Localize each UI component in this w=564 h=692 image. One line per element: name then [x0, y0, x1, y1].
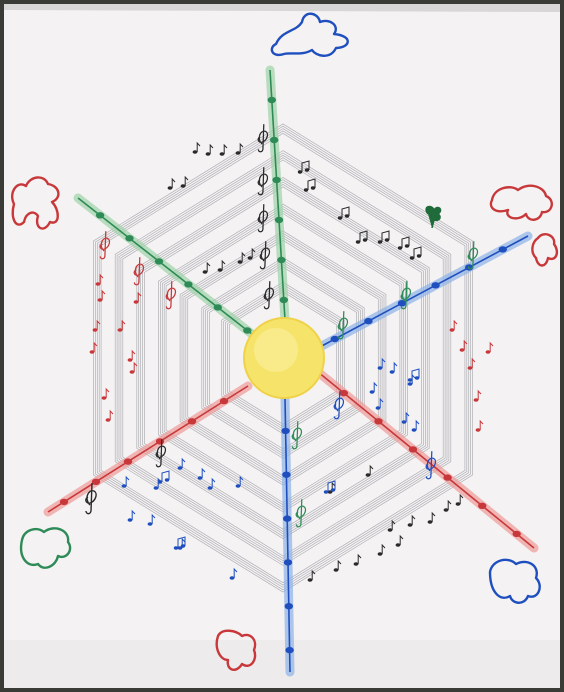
note-head [499, 246, 507, 252]
note-head [443, 474, 451, 480]
note-head [285, 647, 293, 653]
note-head [124, 458, 132, 464]
note-head [285, 603, 293, 609]
note-head [283, 515, 291, 521]
note-head [331, 336, 339, 342]
note-head [92, 479, 100, 485]
note-head [280, 297, 288, 303]
note-head [272, 177, 280, 183]
note-head [60, 499, 68, 505]
note-head [156, 438, 164, 444]
paper-bottom-shade [4, 640, 560, 688]
note-head [184, 281, 192, 287]
note-head [270, 137, 278, 143]
note-head [282, 472, 290, 478]
note-head [243, 327, 251, 333]
note-head [277, 257, 285, 263]
note-head [268, 97, 276, 103]
note-head [96, 212, 104, 218]
note-head [281, 428, 289, 434]
note-head [364, 318, 372, 324]
note-head [340, 390, 348, 396]
note-head [374, 418, 382, 424]
note-head [284, 559, 292, 565]
note-head [214, 304, 222, 310]
sun-highlight [254, 328, 298, 372]
note-head [220, 398, 228, 404]
note-head [275, 217, 283, 223]
note-head [513, 531, 521, 537]
note-head [125, 235, 133, 241]
note-head [188, 418, 196, 424]
note-head [431, 282, 439, 288]
note-head [155, 258, 163, 264]
note-head [478, 503, 486, 509]
note-head [409, 446, 417, 452]
